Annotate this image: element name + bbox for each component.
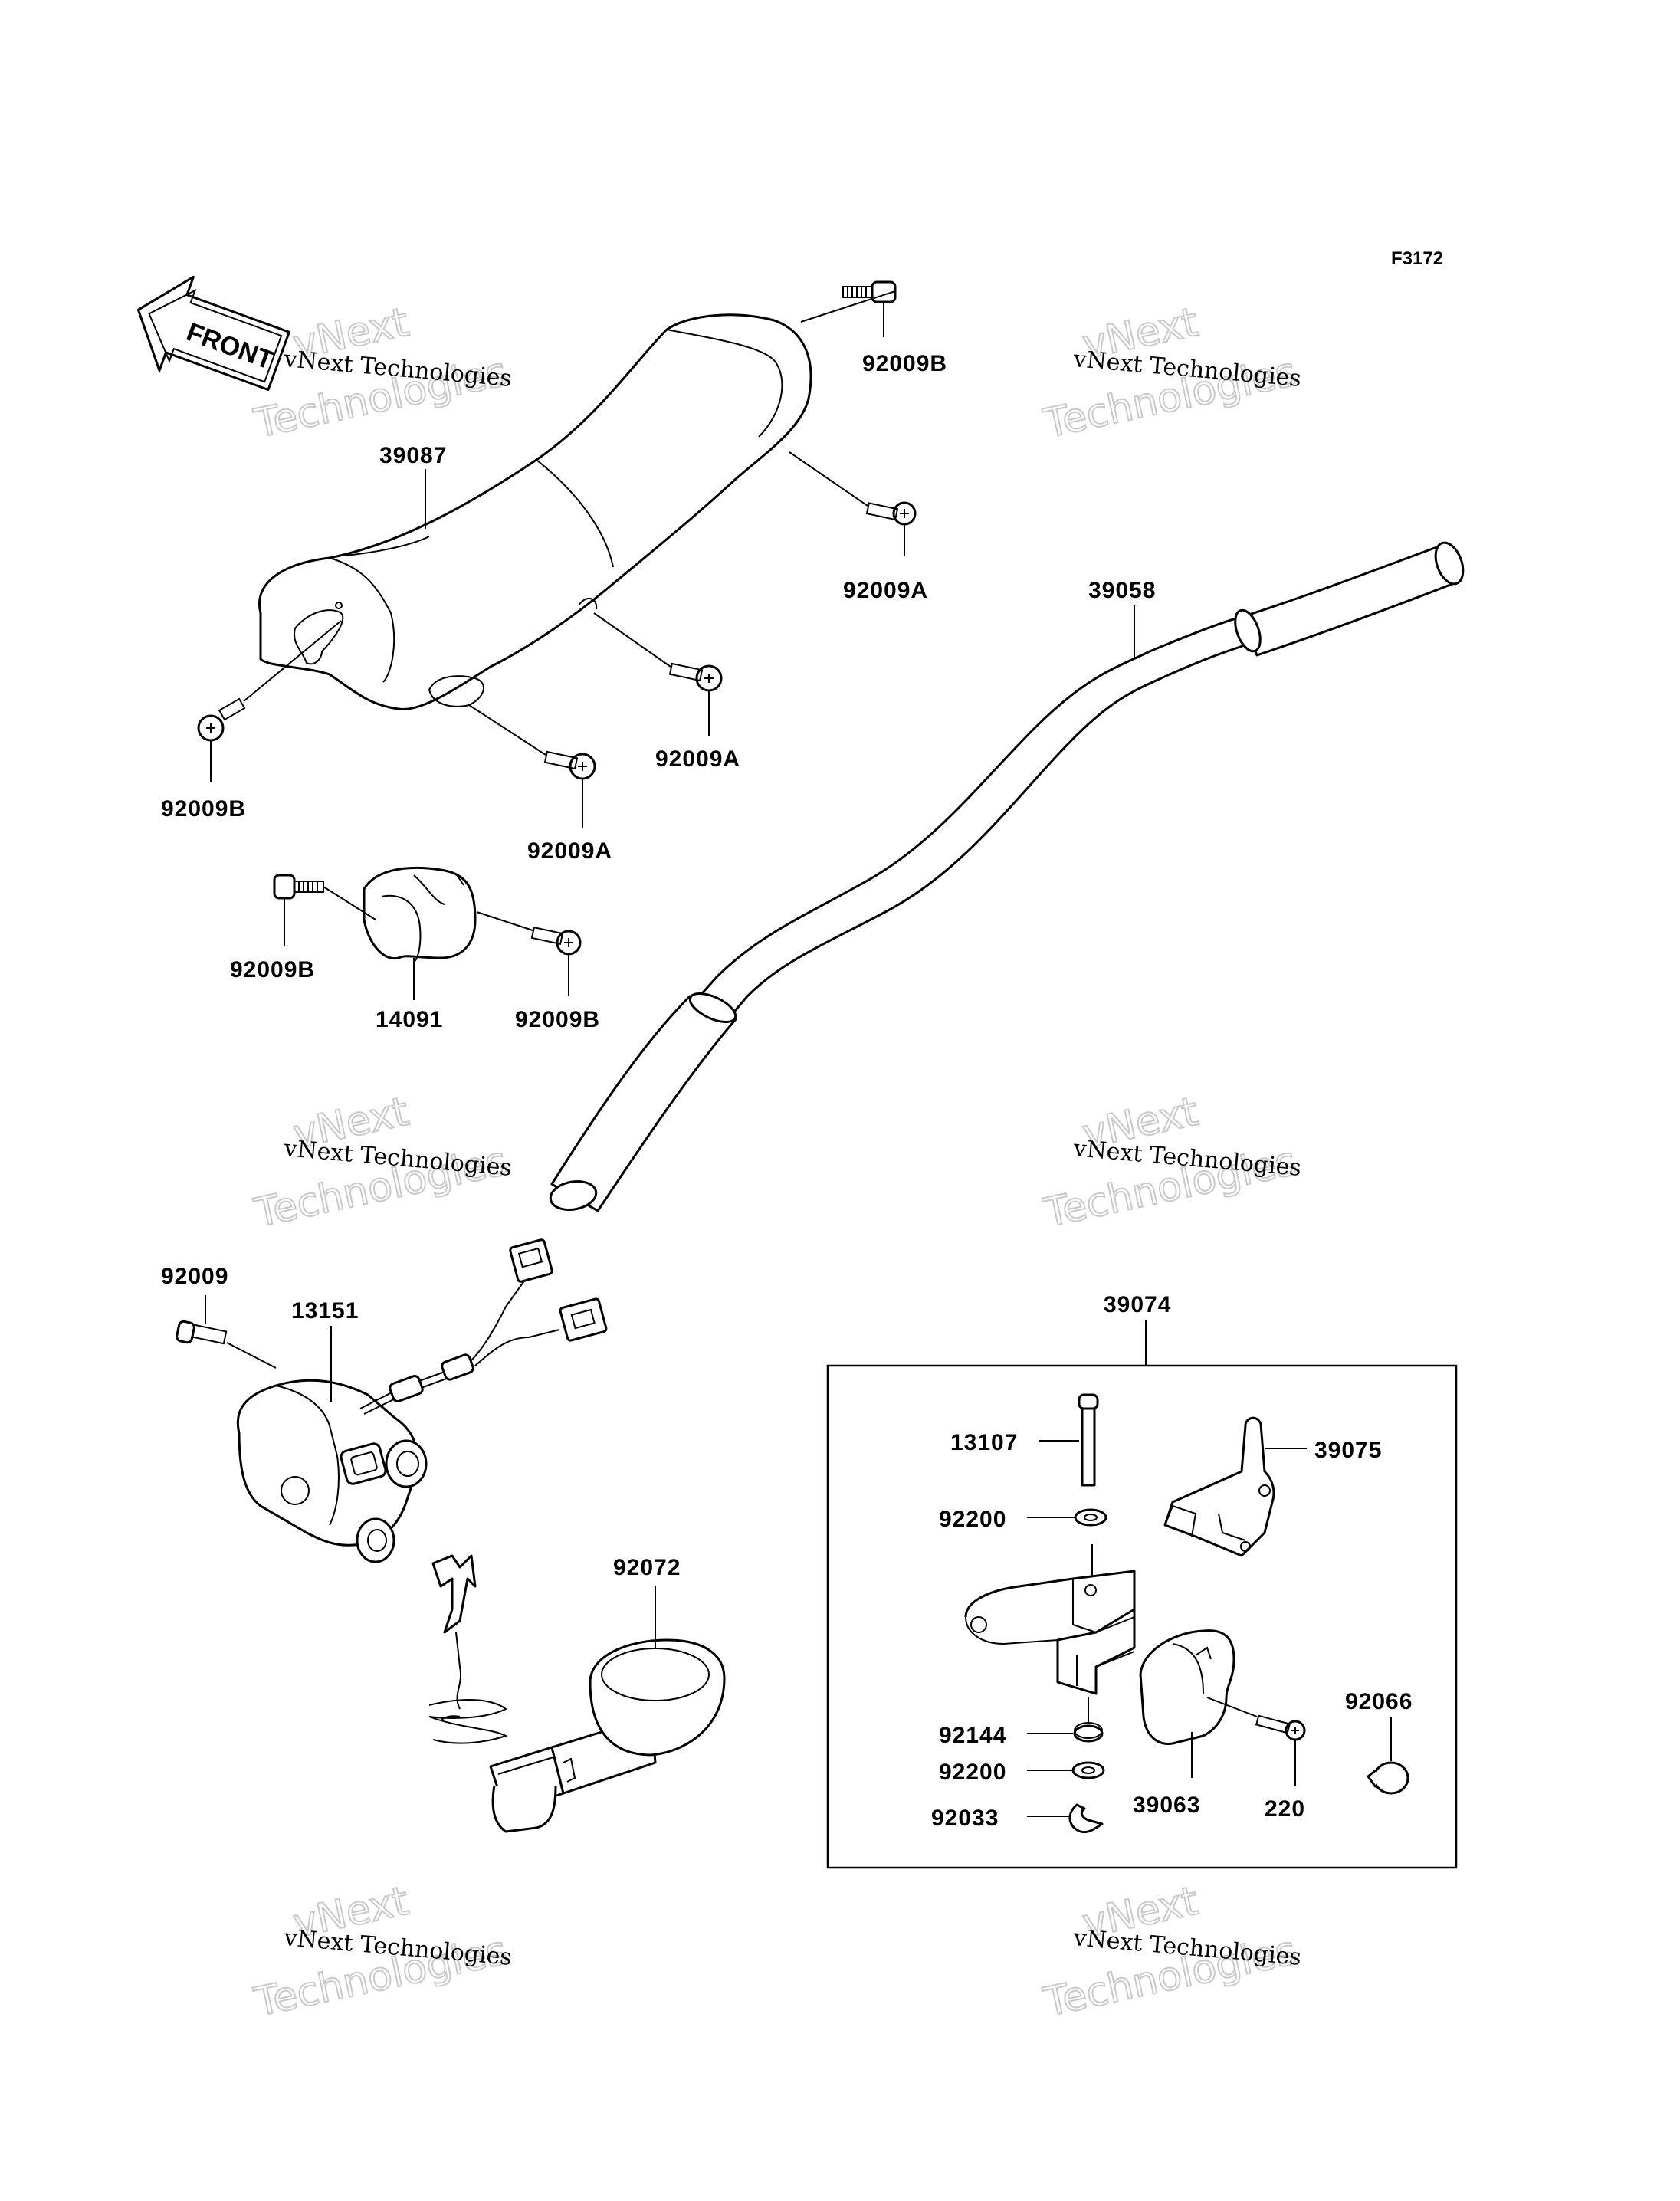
front-arrow-icon: FRONT [136, 275, 290, 391]
handlebar-pad-39087 [258, 313, 812, 710]
label-92072: 92072 [613, 1555, 681, 1580]
label-92033: 92033 [931, 1806, 999, 1831]
screw-92009a-upper [789, 451, 917, 556]
washer-92200-b [1027, 1761, 1105, 1779]
switch-13151 [236, 1238, 608, 1563]
screw-92009 [176, 1295, 277, 1369]
eclip-92033 [1027, 1803, 1104, 1834]
label-39087: 39087 [379, 443, 447, 468]
label-13107: 13107 [950, 1430, 1018, 1455]
screw-92009b-cover-right [476, 911, 582, 996]
label-13151: 13151 [291, 1298, 359, 1324]
label-92009b-left: 92009B [161, 796, 246, 822]
label-92009a-mid: 92009A [655, 746, 740, 772]
label-92066: 92066 [1345, 1689, 1413, 1714]
label-220: 220 [1265, 1796, 1305, 1822]
cap-92066 [1367, 1717, 1409, 1795]
handlebar-39058 [549, 541, 1465, 1212]
cover-14091 [363, 866, 477, 963]
label-92009b-cover-right: 92009B [515, 1007, 600, 1032]
label-92009a-upper: 92009A [843, 578, 928, 603]
screw-92009b-left [197, 620, 342, 782]
label-39074: 39074 [1104, 1292, 1171, 1317]
screw-92009b-top [800, 280, 897, 337]
washer-92200-a [1027, 1508, 1107, 1527]
figure-code: F3172 [1391, 248, 1443, 269]
spring-92144 [1027, 1697, 1104, 1743]
label-92009b-cover-left: 92009B [230, 957, 315, 982]
housing-39063 [1139, 1629, 1235, 1778]
label-92144: 92144 [939, 1723, 1006, 1748]
screw-92009a-mid [593, 612, 723, 736]
label-39063: 39063 [1133, 1793, 1200, 1818]
label-14091: 14091 [376, 1007, 443, 1032]
pin-13107 [1039, 1393, 1099, 1487]
label-92200-b: 92200 [939, 1760, 1006, 1785]
screw-92009b-cover-left [273, 874, 376, 946]
kit-box-39074 [826, 1364, 1458, 1869]
label-92009: 92009 [161, 1264, 228, 1289]
bracket-39075 [1163, 1416, 1307, 1557]
throttle-lever [964, 1544, 1136, 1695]
screw-92009a-low [468, 704, 596, 828]
lanyard-92072 [428, 1554, 726, 1833]
screw-220 [1206, 1697, 1306, 1786]
label-92200-a: 92200 [939, 1507, 1006, 1532]
label-39075: 39075 [1314, 1438, 1382, 1463]
label-39058: 39058 [1088, 578, 1156, 603]
label-92009b-top: 92009B [862, 351, 947, 376]
label-92009a-low: 92009A [527, 838, 612, 864]
